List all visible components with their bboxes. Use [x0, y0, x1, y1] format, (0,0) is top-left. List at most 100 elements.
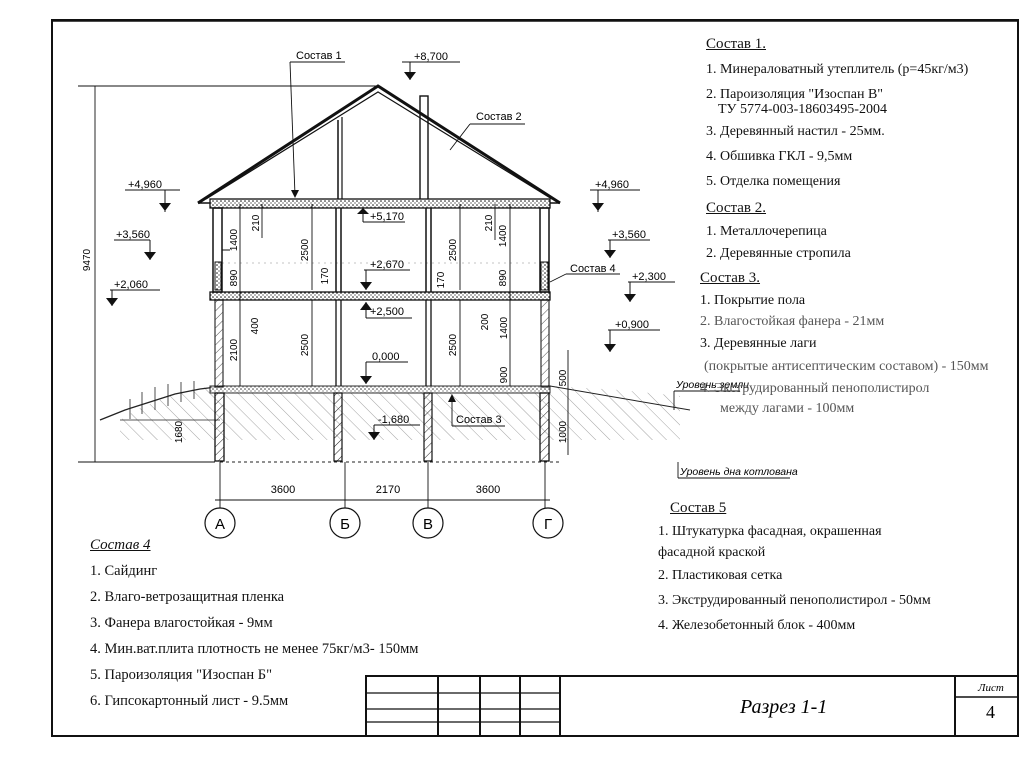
composition-4-item: 1. Сайдинг — [90, 563, 158, 579]
axis-label-a: А — [215, 516, 225, 533]
elev-2300: +2,300 — [632, 271, 666, 283]
elev-top: +8,700 — [414, 51, 448, 63]
composition-4-item: 5. Пароизоляция "Изоспан Б" — [90, 667, 272, 683]
composition-3-item: между лагами - 100мм — [720, 401, 855, 416]
dim-2500-low1: 2500 — [300, 333, 311, 356]
composition-1-item: 1. Минераловатный утеплитель (p=45кг/м3) — [706, 62, 969, 77]
dim-200-right: 200 — [480, 313, 491, 330]
arrow-sostav3 — [448, 394, 456, 402]
dim-500-right: 500 — [558, 369, 569, 386]
title-block — [365, 675, 1019, 737]
composition-5-item: 1. Штукатурка фасадная, окрашенная — [658, 524, 882, 539]
callout-sostav2: Состав 2 — [476, 111, 522, 123]
dim-1400-left: 1400 — [229, 228, 240, 251]
axis-label-v: В — [423, 516, 433, 533]
axis-bubbles: А Б В Г — [204, 507, 564, 539]
dim-total-height: 9470 — [82, 248, 93, 271]
axis-label-b: Б — [340, 516, 350, 533]
composition-3-item: 2. Влагостойкая фанера - 21мм — [700, 314, 885, 329]
dim-1000-right: 1000 — [558, 420, 569, 443]
composition-1-title: Состав 1. — [706, 36, 767, 52]
dim-210-mid: 210 — [484, 214, 495, 231]
elev-window-right: +3,560 — [612, 229, 646, 241]
elev-foundation: -1,680 — [378, 414, 409, 426]
dim-890-left: 890 — [229, 269, 240, 286]
axis-lines — [215, 462, 550, 508]
composition-4-note: Состав 4 1. Сайдинг 2. Влаго-ветрозащитн… — [90, 537, 418, 714]
composition-1-note: Состав 1. 1. Минераловатный утеплитель (… — [706, 36, 968, 194]
composition-5-note: Состав 5 1. Штукатурка фасадная, окрашен… — [658, 500, 931, 638]
foundations — [214, 392, 550, 462]
composition-3-item: (покрытые антисептическим составом) - 15… — [704, 359, 989, 374]
composition-1-item: 5. Отделка помещения — [706, 174, 841, 189]
composition-2-item: 2. Деревянные стропила — [706, 246, 851, 261]
dimension-texts: 9470 1400 210 890 2500 170 210 2500 170 … — [82, 214, 569, 443]
dim-170-mid1: 170 — [320, 267, 331, 284]
dim-2100-left: 2100 — [229, 338, 240, 361]
dimension-lines — [78, 85, 569, 463]
composition-2-note: Состав 2. 1. Металлочерепица 2. Деревянн… — [706, 200, 851, 265]
dim-890-right: 890 — [498, 269, 509, 286]
sheet-number: 4 — [986, 702, 995, 722]
elev-floor2: +2,670 — [370, 259, 404, 271]
dim-900-right: 900 — [499, 366, 510, 383]
composition-5-item: фасадной краской — [658, 545, 766, 560]
composition-1-item: 4. Обшивка ГКЛ - 9,5мм — [706, 149, 853, 164]
composition-4-title: Состав 4 — [90, 537, 151, 553]
axis-spacing-vg: 3600 — [476, 484, 500, 496]
elev-0900: +0,900 — [615, 319, 649, 331]
dim-2500-mid1: 2500 — [300, 238, 311, 261]
ground-level-label: Уровень земли — [675, 379, 749, 391]
axis-label-g: Г — [544, 516, 552, 533]
composition-1-item: 3. Деревянный настил - 25мм. — [706, 124, 885, 139]
composition-3-item: 3. Деревянные лаги — [700, 336, 817, 351]
composition-5-item: 3. Экструдированный пенополистирол - 50м… — [658, 593, 931, 608]
drawing-name: Разрез 1-1 — [739, 696, 827, 718]
ground-slab — [209, 385, 551, 394]
pit-level-label: Уровень дна котлована — [679, 466, 798, 478]
composition-4-item: 3. Фанера влагостойкая - 9мм — [90, 615, 273, 631]
callout-sostav4: Состав 4 — [570, 263, 616, 275]
callout-sostav1: Состав 1 — [296, 50, 342, 62]
elevation-markers — [110, 61, 675, 440]
composition-5-title: Состав 5 — [670, 500, 727, 516]
composition-4-item: 4. Мин.ват.плита плотность не менее 75кг… — [90, 641, 419, 657]
dim-1400-right: 1400 — [498, 224, 509, 247]
dim-170-mid2: 170 — [436, 271, 447, 288]
dim-400-left: 400 — [250, 317, 261, 334]
elev-2060: +2,060 — [114, 279, 148, 291]
axis-spacing-ab: 3600 — [271, 484, 295, 496]
elevation-triangles — [106, 72, 636, 440]
composition-5-item: 2. Пластиковая сетка — [658, 568, 783, 583]
elev-eave-right: +4,960 — [595, 179, 629, 191]
composition-4-item: 2. Влаго-ветрозащитная пленка — [90, 589, 285, 605]
composition-2-item: 1. Металлочерепица — [706, 224, 827, 239]
elev-ceiling: +5,170 — [370, 211, 404, 223]
composition-1-item: 2. Пароизоляция "Изоспан В" — [706, 87, 884, 102]
sheet-label: Лист — [977, 682, 1004, 694]
composition-5-item: 4. Железобетонный блок - 400мм — [658, 618, 856, 633]
upper-walls — [212, 207, 550, 293]
composition-3-note: Состав 3. 1. Покрытие пола 2. Влагостойк… — [700, 270, 989, 419]
dim-2500-low2: 2500 — [448, 333, 459, 356]
composition-2-title: Состав 2. — [706, 200, 767, 216]
composition-3-item: 1. Покрытие пола — [700, 293, 806, 308]
elev-window-left: +3,560 — [116, 229, 150, 241]
composition-4-item: 6. Гипсокартонный лист - 9.5мм — [90, 693, 289, 709]
elev-eave-left: +4,960 — [128, 179, 162, 191]
composition-3-title: Состав 3. — [700, 270, 761, 286]
elev-floor2-bottom: +2,500 — [370, 306, 404, 318]
dim-1680-left: 1680 — [174, 420, 185, 443]
arrow-sostav1 — [291, 190, 299, 198]
elev-ground-floor: 0,000 — [372, 351, 400, 363]
axis-spacing-bv: 2170 — [376, 484, 400, 496]
dim-1400-low-right: 1400 — [499, 316, 510, 339]
floor2-slab — [209, 291, 551, 301]
callout-sostav3: Состав 3 — [456, 414, 502, 426]
dim-210-left: 210 — [251, 214, 262, 231]
lower-walls — [214, 299, 550, 388]
ceiling-slab — [209, 198, 551, 209]
dim-2500-mid2: 2500 — [448, 238, 459, 261]
composition-1-item: ТУ 5774-003-18603495-2004 — [718, 102, 887, 117]
